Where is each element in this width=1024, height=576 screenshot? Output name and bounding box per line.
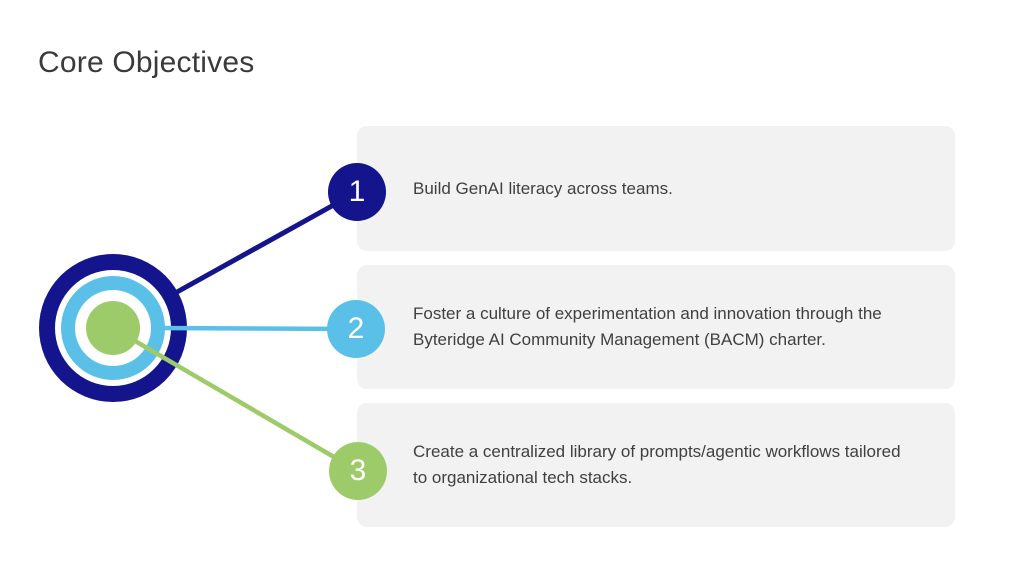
objective-number: 1 [348,175,366,208]
objective-number-badge-2: 2 [327,300,385,358]
objective-card-2: Foster a culture of experimentation and … [357,265,955,389]
objective-card-1: Build GenAI literacy across teams. [357,126,955,251]
objective-number-badge-3: 3 [329,442,387,500]
objective-text: Build GenAI literacy across teams. [413,178,673,198]
bullseye-core [86,301,140,355]
bullseye-outer-ring [39,254,187,402]
objective-text: Create a centralized library of prompts/… [413,442,901,487]
objective-card-3: Create a centralized library of prompts/… [357,403,955,527]
bullseye-target [39,254,187,402]
connector-line-1 [166,189,359,300]
objective-text: Foster a culture of experimentation and … [413,304,882,349]
objective-number: 2 [347,312,365,345]
bullseye-middle-ring [61,276,165,380]
connector-line-3 [116,329,360,473]
bullseye-gap-1 [55,270,171,386]
objective-number: 3 [349,454,367,487]
objective-number-badge-1: 1 [328,163,386,221]
connector-line-2 [154,325,357,332]
page-title: Core Objectives [38,46,255,79]
bullseye-gap-2 [75,290,151,366]
